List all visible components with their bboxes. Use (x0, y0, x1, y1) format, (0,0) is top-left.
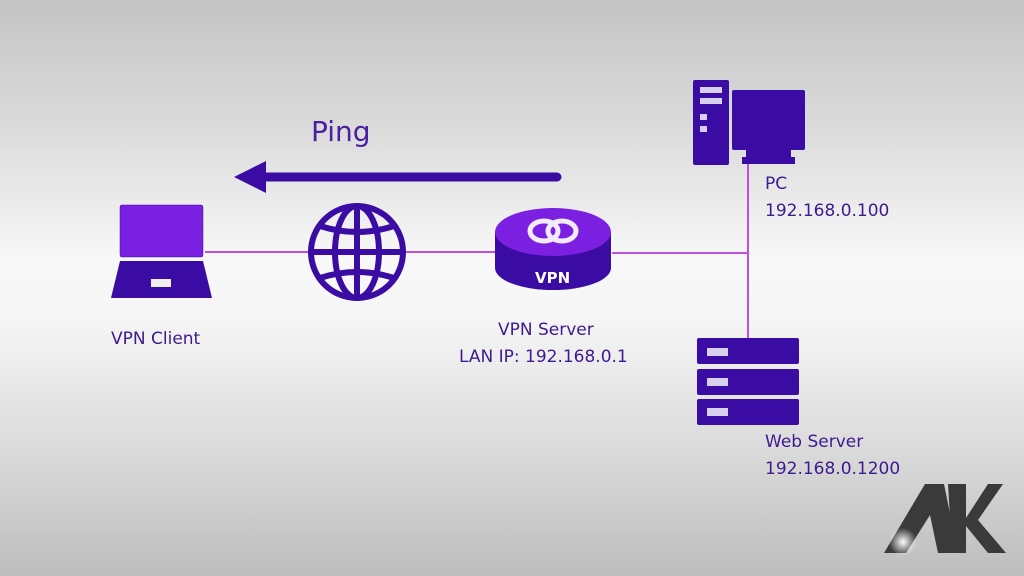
link-icon (527, 218, 579, 244)
globe-icon[interactable] (308, 203, 406, 301)
vpn-server-label: VPN Server (498, 320, 594, 340)
laptop-icon[interactable] (111, 204, 212, 298)
vpn-server-icon[interactable] (495, 208, 611, 290)
pc-icon[interactable] (693, 80, 805, 165)
web-server-ip: 192.168.0.1200 (765, 459, 901, 479)
pc-label: PC (765, 174, 788, 194)
vpn-badge: VPN (535, 269, 571, 287)
ping-arrow (234, 161, 562, 193)
vpn-server-lan-ip: LAN IP: 192.168.0.1 (459, 347, 628, 367)
vpn-client-label: VPN Client (111, 329, 201, 349)
ping-label: Ping (311, 115, 371, 148)
ak-logo (884, 484, 1006, 556)
web-server-label: Web Server (765, 432, 864, 452)
connections (205, 163, 749, 338)
web-server-icon[interactable] (697, 338, 799, 425)
pc-ip: 192.168.0.100 (765, 201, 890, 221)
